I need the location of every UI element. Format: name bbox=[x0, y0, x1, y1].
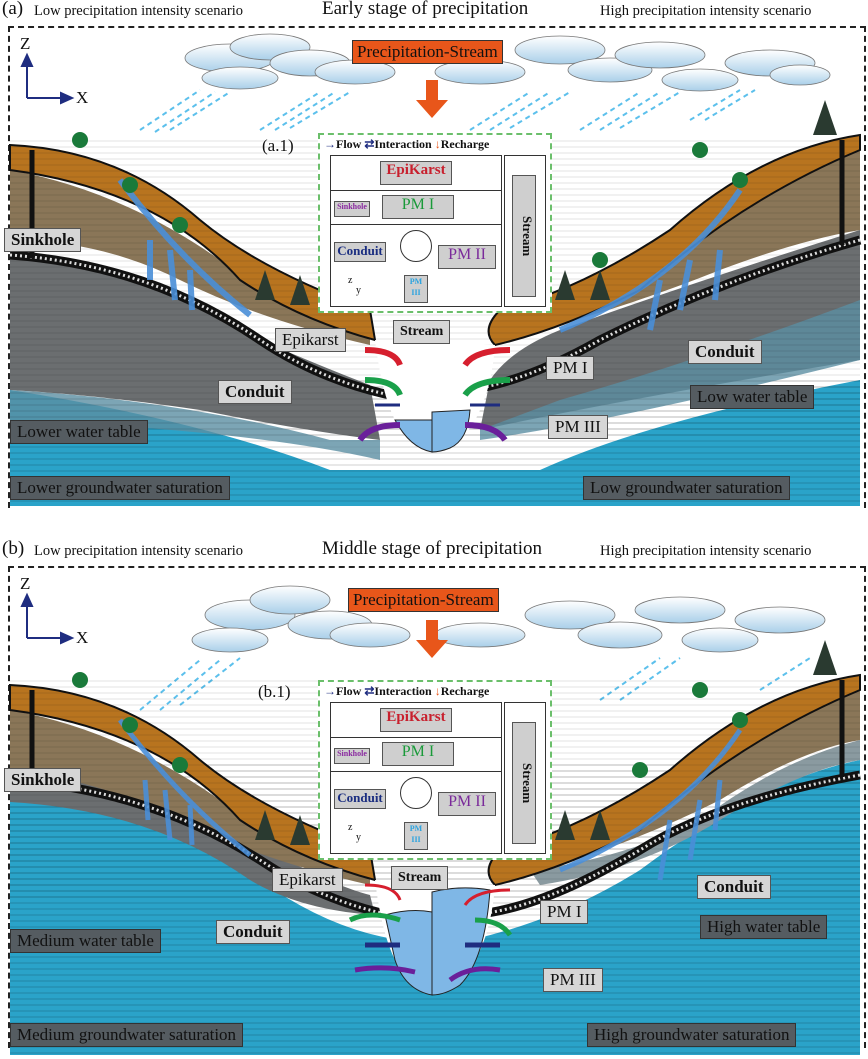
rain bbox=[139, 89, 756, 133]
inset-pm2: PM II bbox=[438, 792, 496, 816]
precipitation-arrow bbox=[416, 80, 448, 118]
inset-tag: (b.1) bbox=[258, 682, 291, 701]
inset-stream: Stream bbox=[512, 175, 536, 297]
inset-sinkhole: Sinkhole bbox=[334, 748, 370, 764]
flow-arrow-icon: → bbox=[324, 137, 336, 151]
precipitation-stream-box: Precipitation-Stream bbox=[352, 40, 503, 64]
inset-axis-y: y bbox=[356, 832, 361, 843]
scenario-frame bbox=[8, 566, 866, 1048]
pm3-label: PM III bbox=[543, 968, 603, 992]
legend-recharge: Recharge bbox=[440, 684, 490, 698]
clouds bbox=[191, 585, 826, 653]
right-water-table-label: Low water table bbox=[690, 385, 815, 409]
right-water-table-label: High water table bbox=[700, 915, 828, 939]
right-scenario-title: High precipitation intensity scenario bbox=[600, 543, 812, 559]
stage-title: Early stage of precipitation bbox=[322, 0, 529, 19]
pm3-label: PM III bbox=[548, 415, 608, 439]
x-axis-label: X bbox=[76, 88, 89, 107]
conduit-right-label: Conduit bbox=[697, 875, 771, 899]
scenario-frame bbox=[8, 26, 866, 508]
right-saturation-label: Low groundwater saturation bbox=[583, 476, 790, 500]
stream-compartment bbox=[504, 155, 546, 307]
recharge-arrow-icon: ↓ bbox=[434, 137, 441, 151]
legend-flow: Flow bbox=[336, 137, 362, 151]
inset-legend: →Flow ⇄Interaction ↓Recharge bbox=[324, 684, 489, 699]
left-saturation-label: Lower groundwater saturation bbox=[10, 476, 230, 500]
inset-axis-y: y bbox=[356, 285, 361, 296]
pm1-label: PM I bbox=[540, 900, 589, 924]
infiltration-arrows bbox=[118, 718, 743, 881]
conduit-left-label: Conduit bbox=[216, 920, 290, 944]
left-saturation-label: Medium groundwater saturation bbox=[10, 1023, 244, 1047]
stream-compartment bbox=[504, 702, 546, 854]
clouds bbox=[184, 33, 831, 92]
conduit-node-circle bbox=[400, 230, 432, 262]
left-scenario-title: Low precipitation intensity scenario bbox=[34, 543, 243, 559]
panel-letter: (b) bbox=[2, 538, 25, 559]
inset-tag: (a.1) bbox=[262, 136, 294, 155]
inset-conduit: Conduit bbox=[334, 242, 386, 262]
stream-water-right bbox=[431, 887, 491, 996]
aquifer-box bbox=[330, 702, 502, 854]
inset-epikarst: EpiKarst bbox=[380, 708, 452, 732]
legend-flow: Flow bbox=[336, 684, 362, 698]
axis-arrows bbox=[20, 592, 75, 645]
exchange-arrows bbox=[348, 883, 513, 983]
inset-epikarst: EpiKarst bbox=[380, 161, 452, 185]
inset-legend: →Flow ⇄Interaction ↓Recharge bbox=[324, 137, 489, 152]
conduit-right-label: Conduit bbox=[688, 340, 762, 364]
left-scenario-title: Low precipitation intensity scenario bbox=[34, 3, 243, 19]
inset-pm1: PM I bbox=[382, 742, 454, 766]
trees bbox=[72, 640, 837, 845]
stream-water-right bbox=[431, 409, 471, 453]
pm1-label: PM I bbox=[546, 356, 595, 380]
left-water-table-label: Lower water table bbox=[10, 420, 148, 444]
conceptual-model-inset: →Flow ⇄Interaction ↓Recharge EpiKarst Si… bbox=[318, 133, 552, 313]
conceptual-model-inset: →Flow ⇄Interaction ↓Recharge EpiKarst Si… bbox=[318, 680, 552, 860]
inset-pm2: PM II bbox=[438, 245, 496, 269]
panel-a: (a) Low precipitation intensity scenario… bbox=[0, 0, 868, 510]
left-water-table-label: Medium water table bbox=[10, 929, 161, 953]
panel-letter: (a) bbox=[2, 0, 24, 19]
trees bbox=[72, 100, 837, 305]
legend-recharge: Recharge bbox=[440, 137, 490, 151]
infiltration-arrows bbox=[117, 178, 743, 333]
legend-interaction: Interaction bbox=[374, 684, 432, 698]
x-axis-label: X bbox=[76, 628, 89, 647]
inset-pm1: PM I bbox=[382, 195, 454, 219]
conduit-node-circle bbox=[400, 777, 432, 809]
recharge-arrow-icon: ↓ bbox=[434, 684, 441, 698]
epikarst-label: Epikarst bbox=[275, 328, 346, 352]
interaction-arrow-icon: ⇄ bbox=[364, 137, 375, 151]
interaction-arrow-icon: ⇄ bbox=[364, 684, 375, 698]
inset-conduit: Conduit bbox=[334, 789, 386, 809]
sinkhole-label: Sinkhole bbox=[4, 228, 82, 252]
inset-stream: Stream bbox=[512, 722, 536, 844]
precipitation-stream-box: Precipitation-Stream bbox=[348, 588, 499, 612]
aquifer-box bbox=[330, 155, 502, 307]
axis-arrows bbox=[20, 52, 75, 105]
cross-section-scene bbox=[9, 585, 861, 1055]
inset-axis-z: z bbox=[348, 822, 353, 833]
z-axis-label: Z bbox=[20, 574, 31, 593]
sinkhole-label: Sinkhole bbox=[4, 768, 82, 792]
legend-interaction: Interaction bbox=[374, 137, 432, 151]
conduit-left-label: Conduit bbox=[218, 380, 292, 404]
inset-axis-z: z bbox=[348, 275, 353, 286]
epikarst-label: Epikarst bbox=[272, 868, 343, 892]
precipitation-arrow bbox=[416, 620, 448, 658]
inset-sinkhole: Sinkhole bbox=[334, 201, 370, 217]
right-scenario-title: High precipitation intensity scenario bbox=[600, 3, 812, 19]
z-axis-label: Z bbox=[20, 34, 31, 53]
flow-arrow-icon: → bbox=[324, 684, 336, 698]
panel-b: (b) Low precipitation intensity scenario… bbox=[0, 538, 868, 1059]
exchange-arrows bbox=[357, 347, 511, 442]
right-saturation-label: High groundwater saturation bbox=[587, 1023, 797, 1047]
stream-label: Stream bbox=[391, 866, 449, 890]
stream-label: Stream bbox=[393, 320, 451, 344]
stage-title: Middle stage of precipitation bbox=[322, 538, 543, 559]
